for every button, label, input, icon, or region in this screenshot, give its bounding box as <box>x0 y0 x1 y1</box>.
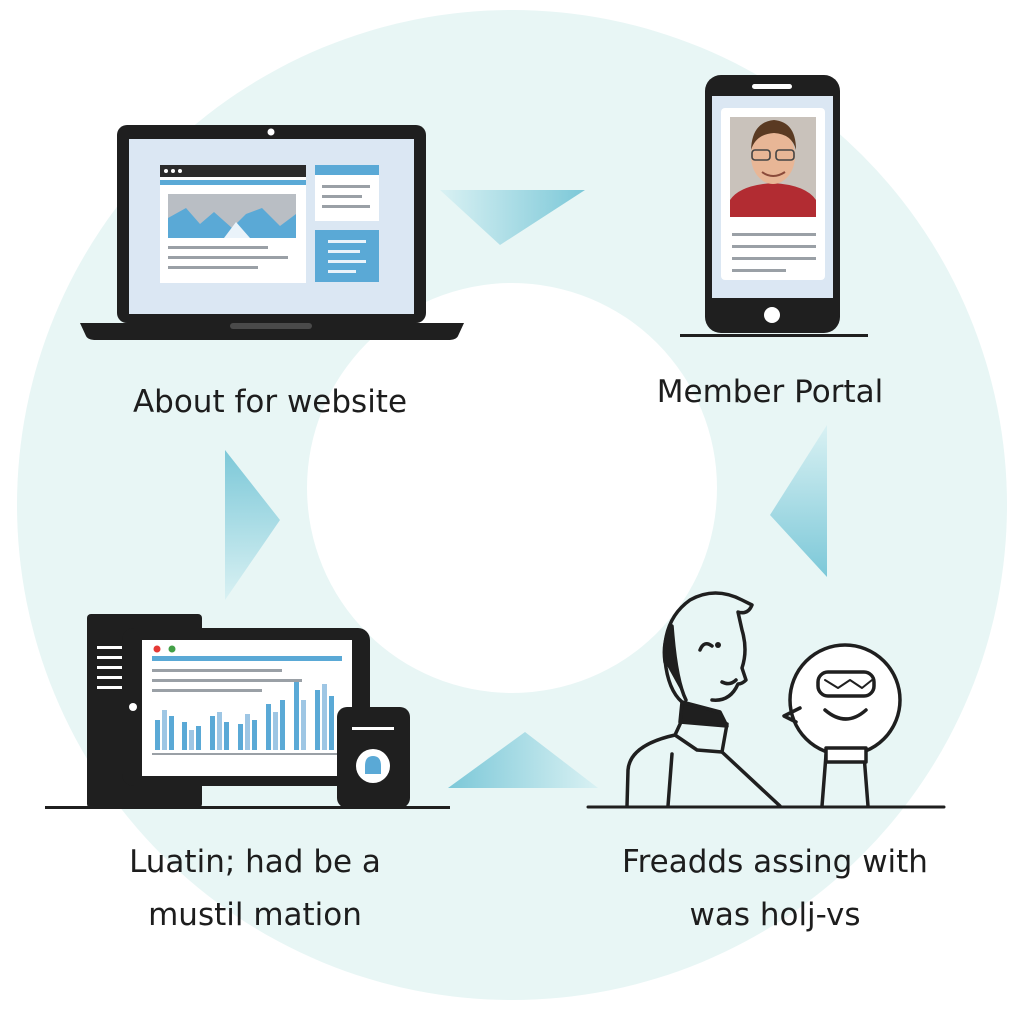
label-top-left: About for website <box>100 376 440 429</box>
label-top-left-text: About for website <box>132 384 408 420</box>
profile-photo <box>730 117 816 217</box>
label-top-right-text: Member Portal <box>656 374 884 410</box>
desktop-tablet-analytics-icon <box>45 614 450 809</box>
arrow-top <box>440 190 585 245</box>
smartphone-profile-icon <box>680 75 868 337</box>
laptop-website-icon <box>80 125 464 340</box>
label-bottom-left-line-2: mustil mation <box>148 896 362 933</box>
person-and-robot-icon <box>586 591 946 809</box>
ring-inner <box>307 283 717 693</box>
label-bottom-right-line-2: was holj-vs <box>689 896 861 933</box>
label-top-right: Member Portal <box>600 366 940 419</box>
label-bottom-right: Freadds assing with was holj-vs <box>590 836 960 941</box>
label-bottom-right-line-1: Freadds assing with <box>622 844 928 880</box>
arrow-left <box>225 450 280 600</box>
arrow-right <box>770 425 827 577</box>
label-bottom-left: Luatin; had be a mustil mation <box>70 836 440 941</box>
label-bottom-left-line-1: Luatin; had be a <box>129 844 381 880</box>
arrow-bottom <box>448 732 598 788</box>
